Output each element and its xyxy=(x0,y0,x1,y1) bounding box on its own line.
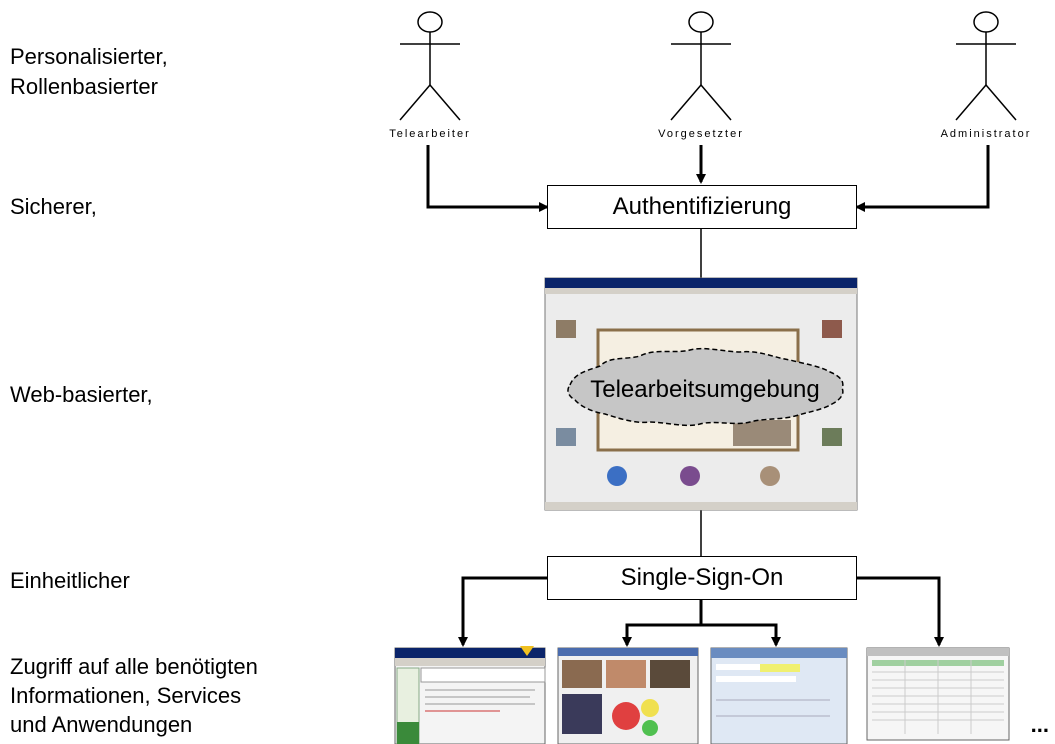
app-thumbnail-form xyxy=(710,647,848,744)
more-apps-ellipsis: ... xyxy=(1030,712,1049,737)
label-rollenbasierter: Rollenbasierter xyxy=(10,74,158,99)
arrow-sso-app2 xyxy=(622,623,701,647)
arrow-sso-app1 xyxy=(458,573,555,647)
arrow-sso-app4 xyxy=(849,573,944,647)
arrow-sso-app3 xyxy=(701,623,781,647)
label-web-basierter: Web-basierter, xyxy=(10,382,153,407)
app-thumbnail-portal xyxy=(557,647,699,744)
actor-label-telearbeiter: Telearbeiter xyxy=(389,128,471,140)
actor-label-vorgesetzter: Vorgesetzter xyxy=(658,128,744,140)
single-sign-on-box: Single-Sign-On xyxy=(547,556,857,600)
actor-label-administrator: Administrator xyxy=(940,128,1032,140)
label-einheitlicher: Einheitlicher xyxy=(10,568,130,593)
authentifizierung-box: Authentifizierung xyxy=(547,185,857,229)
app-thumbnail-spreadsheet xyxy=(866,647,1010,741)
actor-telearbeiter-figure xyxy=(399,11,461,121)
telearbeitsumgebung-label: Telearbeitsumgebung xyxy=(590,376,820,403)
app-thumbnail-mail xyxy=(394,646,546,744)
label-anwendungen: und Anwendungen xyxy=(10,712,193,737)
label-zugriff: Zugriff auf alle benötigten xyxy=(10,654,258,679)
actor-vorgesetzter-figure xyxy=(670,11,732,121)
arrow-telearbeiter-auth xyxy=(426,145,549,212)
label-sicherer: Sicherer, xyxy=(10,194,97,219)
telearbeitsumgebung-cloud xyxy=(567,347,844,427)
arrow-administrator-auth xyxy=(855,145,990,212)
actor-administrator-figure xyxy=(955,11,1017,121)
label-personalisierter: Personalisierter, xyxy=(10,44,168,69)
label-informationen: Informationen, Services xyxy=(10,683,242,708)
